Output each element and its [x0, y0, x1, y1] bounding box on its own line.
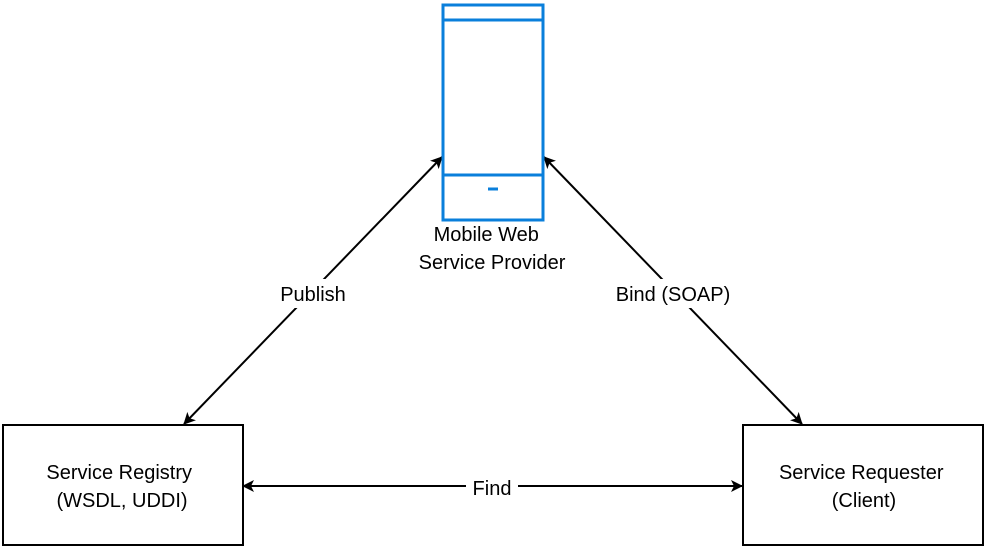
find-connector: Find — [242, 474, 743, 500]
phone-body — [441, 3, 545, 222]
find-label-bg — [466, 474, 518, 500]
provider-label-line2: Service Provider — [419, 252, 566, 274]
mobile-phone-icon — [441, 3, 545, 222]
provider-node: Mobile Web Service Provider — [419, 3, 566, 274]
registry-node: Service Registry (WSDL, UDDI) — [2, 424, 244, 546]
registry-box — [2, 424, 244, 546]
find-label: Find — [473, 478, 512, 500]
bind-connector: Bind (SOAP) — [543, 156, 803, 425]
requester-box — [742, 424, 984, 546]
registry-label-line1: Service Registry — [46, 462, 192, 484]
publish-label: Publish — [280, 284, 346, 306]
bind-label-bg — [600, 279, 746, 308]
registry-label: Service Registry (WSDL, UDDI) — [46, 462, 197, 512]
requester-label: Service Requester (Client) — [779, 462, 949, 512]
registry-label-line2: (WSDL, UDDI) — [56, 490, 187, 512]
provider-label-line1: Mobile Web — [434, 224, 539, 246]
requester-label-line1: Service Requester — [779, 462, 944, 484]
requester-node: Service Requester (Client) — [742, 424, 984, 546]
bind-label: Bind (SOAP) — [616, 284, 730, 306]
publish-label-bg — [270, 279, 356, 308]
publish-connector: Publish — [183, 156, 443, 425]
provider-label: Mobile Web Service Provider — [419, 224, 566, 274]
requester-label-line2: (Client) — [832, 490, 896, 512]
